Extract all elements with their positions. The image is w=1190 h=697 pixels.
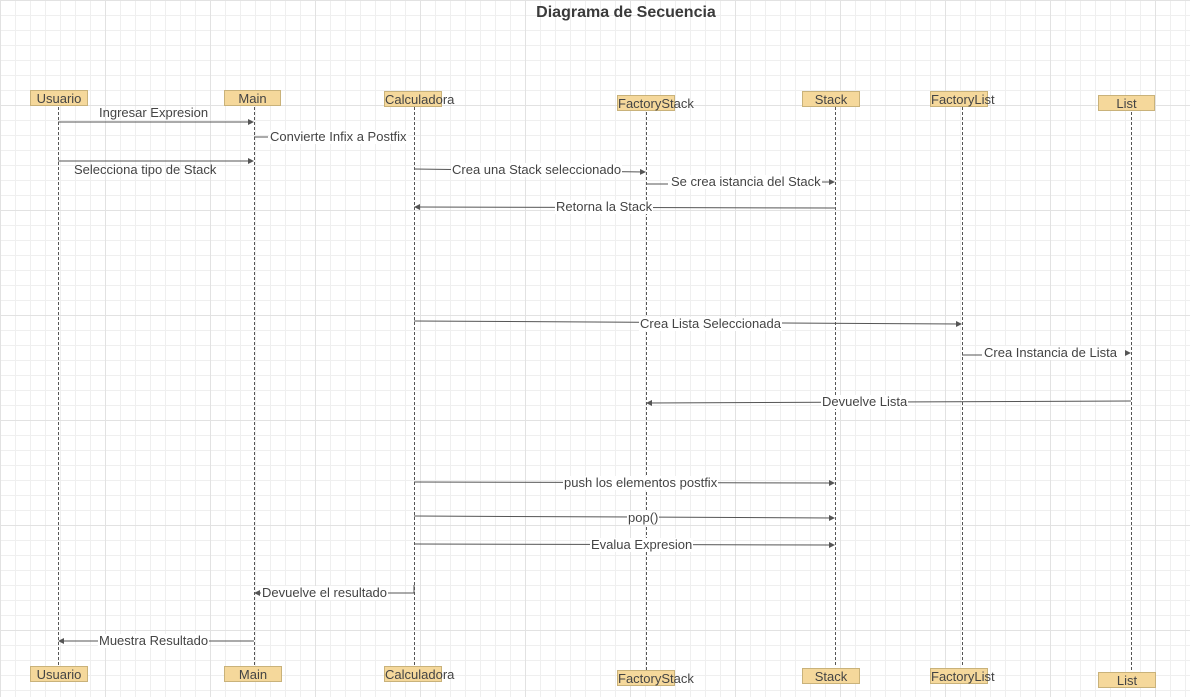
participant-factorylist-top: FactoryList	[930, 91, 995, 107]
message-devuelve-resultado: Devuelve el resultado	[261, 585, 389, 600]
message-push-postfix: push los elementos postfix	[563, 475, 719, 490]
lifeline-usuario	[58, 107, 60, 665]
participant-main-top: Main	[224, 90, 281, 106]
message-retorna-stack: Retorna la Stack	[555, 199, 654, 214]
message-istancia-stack: Se crea istancia del Stack	[670, 174, 822, 189]
diagram-title: Diagrama de Secuencia	[536, 4, 716, 21]
message-ingresar-expresion: Ingresar Expresion	[99, 105, 209, 120]
participant-stack-bottom: Stack	[802, 668, 860, 684]
lifeline-list	[1131, 112, 1133, 670]
participant-stack-top: Stack	[802, 91, 860, 107]
lifeline-main	[254, 107, 256, 665]
participant-usuario-top: Usuario	[30, 90, 88, 106]
participant-list-top: List	[1098, 95, 1155, 111]
message-devuelve-lista: Devuelve Lista	[821, 394, 909, 409]
arrow-m11	[413, 514, 835, 521]
participant-calculadora-top: Calculadora	[384, 91, 455, 107]
message-convierte-infix: Convierte Infix a Postfix	[269, 129, 408, 144]
lifeline-factorystack	[646, 112, 648, 670]
message-crea-lista: Crea Lista Seleccionada	[639, 316, 782, 331]
participant-list-bottom: List	[1098, 672, 1156, 688]
participant-calculadora-bottom: Calculadora	[384, 666, 455, 682]
lifeline-stack	[835, 107, 837, 665]
message-evalua-expresion: Evalua Expresion	[590, 537, 694, 552]
message-selecciona-stack: Selecciona tipo de Stack	[74, 162, 217, 177]
lifeline-calculadora	[414, 107, 416, 665]
participant-factorystack-bottom: FactoryStack	[617, 670, 694, 686]
message-muestra-resultado: Muestra Resultado	[98, 633, 210, 648]
participant-usuario-bottom: Usuario	[30, 666, 88, 682]
participant-factorylist-bottom: FactoryList	[930, 668, 995, 684]
participant-factorystack-top: FactoryStack	[617, 95, 694, 111]
message-pop: pop()	[627, 510, 660, 525]
message-instancia-lista: Crea Instancia de Lista	[983, 345, 1118, 360]
lifeline-factorylist	[962, 107, 964, 665]
participant-main-bottom: Main	[224, 666, 282, 682]
message-crea-stack: Crea una Stack seleccionado	[451, 162, 623, 177]
